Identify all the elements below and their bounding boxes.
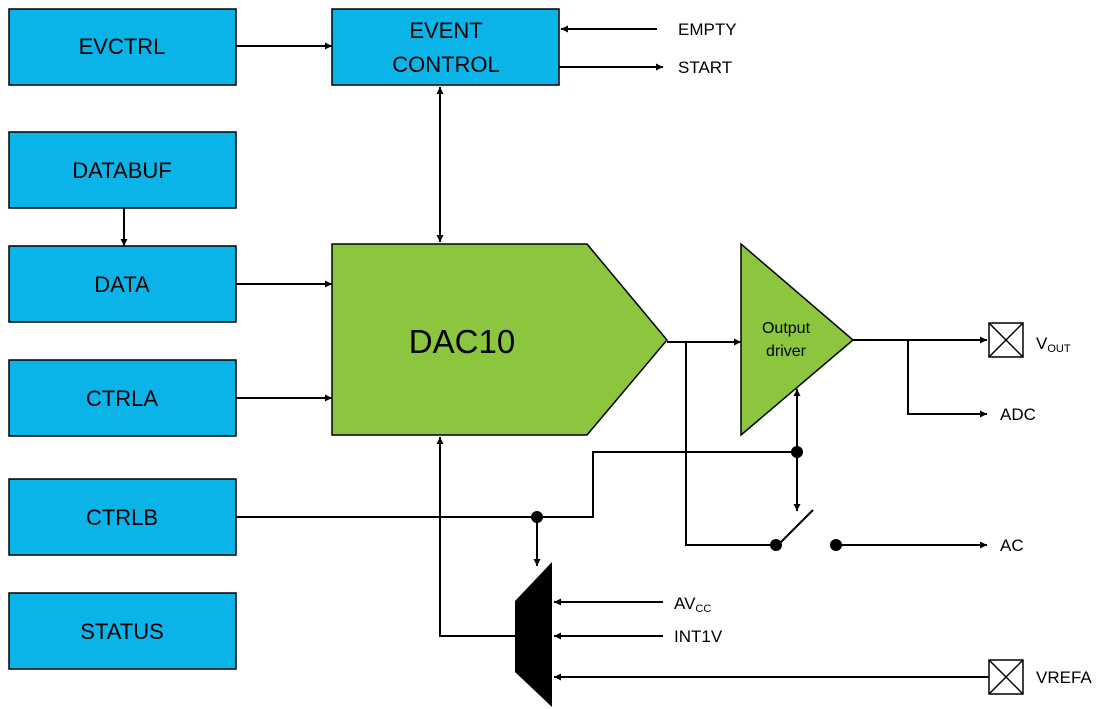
ctrla-label: CTRLA: [86, 386, 158, 411]
event-control-line2: CONTROL: [392, 52, 500, 77]
databuf-label: DATABUF: [72, 158, 171, 183]
evctrl-register: EVCTRL: [8, 8, 237, 86]
adc-signal-label: ADC: [1000, 405, 1036, 424]
vout-subscript-text: OUT: [1047, 343, 1071, 355]
avcc-subscript-text: CC: [695, 603, 711, 615]
data-label: DATA: [94, 272, 150, 297]
driver-control-junction-dot: [791, 446, 803, 458]
avcc-main-text: AV: [674, 594, 696, 613]
wiring: [120, 25, 989, 681]
junctions: [531, 446, 842, 551]
dac10-block: DAC10: [331, 243, 668, 436]
vrefa-pin: [988, 659, 1024, 695]
int1v-signal-label: INT1V: [674, 627, 723, 646]
data-register: DATA: [8, 245, 237, 323]
ctrlb-control-wire: [236, 451, 797, 518]
output-driver-block: Output driver: [740, 242, 855, 437]
status-label: STATUS: [80, 619, 164, 644]
ctrlb-register: CTRLB: [8, 478, 237, 556]
ctrlb-junction-dot: [531, 511, 543, 523]
dac10-label: DAC10: [409, 323, 515, 360]
vout-main-text: V: [1036, 334, 1048, 353]
mux-to-dac-reference-arrow: [436, 437, 515, 637]
vout-signal-label: VOUT: [1036, 334, 1071, 355]
empty-signal-label: EMPTY: [678, 20, 737, 39]
vout-pin: [988, 322, 1024, 358]
output-driver-line2: driver: [766, 343, 807, 360]
event-control-line1: EVENT: [409, 18, 482, 43]
switch-contact-dot: [830, 539, 842, 551]
databuf-register: DATABUF: [8, 131, 237, 209]
ctrla-register: CTRLA: [8, 359, 237, 437]
output-driver-line1: Output: [762, 320, 811, 337]
switch-pivot-dot: [770, 539, 782, 551]
event-control-block: EVENT CONTROL: [331, 8, 560, 86]
vrefa-signal-label: VREFA: [1036, 668, 1092, 687]
ctrlb-label: CTRLB: [86, 505, 158, 530]
driver-to-adc-arrow: [907, 340, 987, 418]
start-signal-label: START: [678, 58, 732, 77]
status-register: STATUS: [8, 592, 237, 670]
ac-switch-blade: [777, 509, 814, 546]
reference-mux: [515, 562, 552, 707]
evctrl-label: EVCTRL: [79, 34, 166, 59]
dac-to-ac-switch-wire: [685, 342, 776, 546]
avcc-signal-label: AVCC: [674, 594, 711, 615]
ac-signal-label: AC: [1000, 536, 1024, 555]
